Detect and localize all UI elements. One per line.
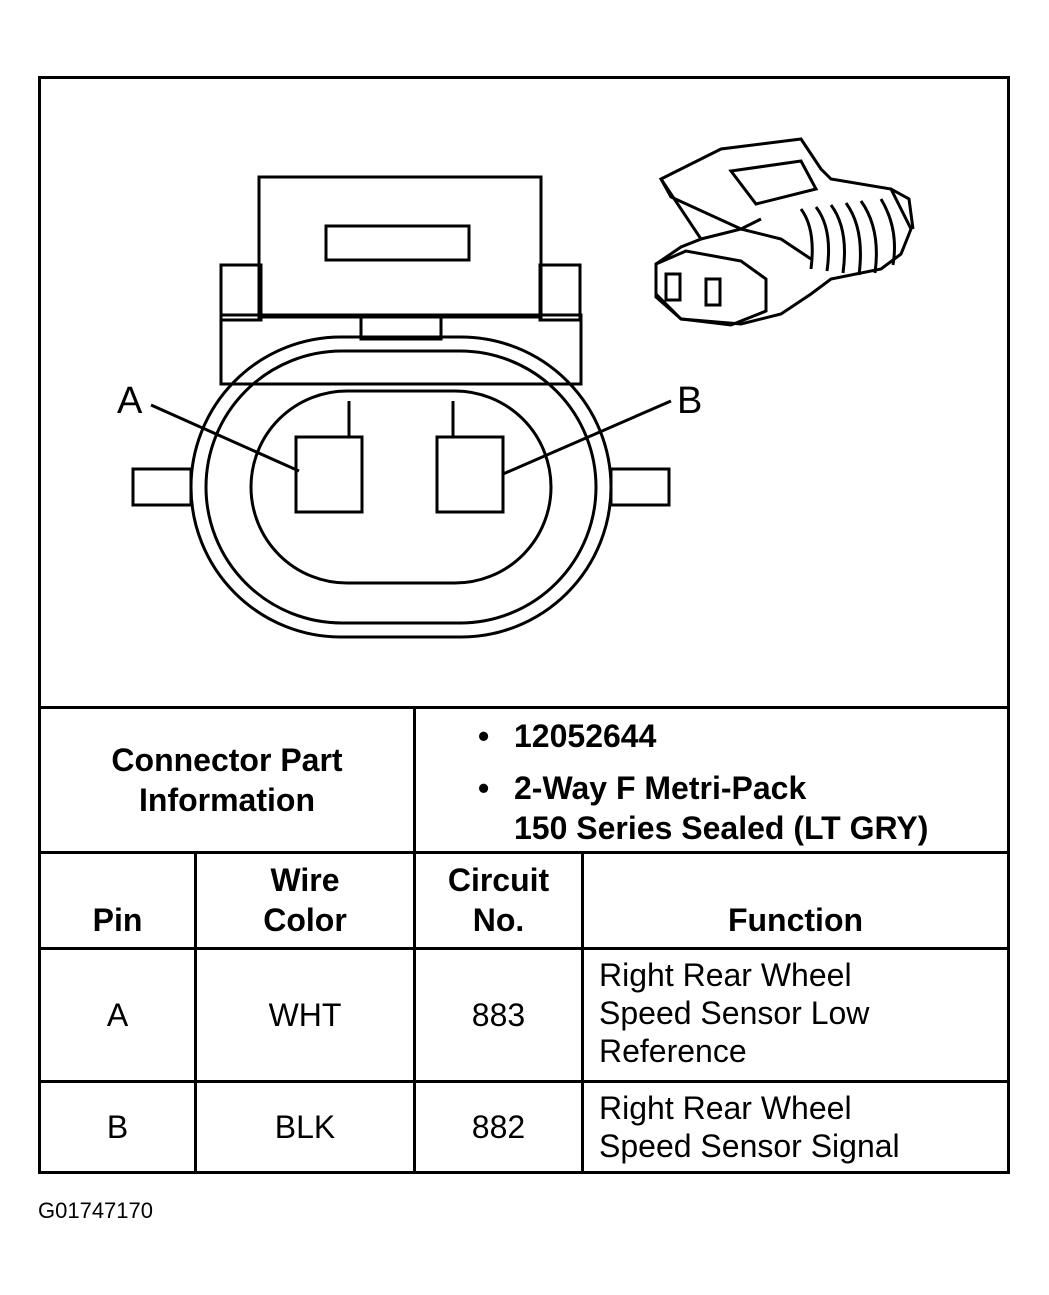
divider-row-a (41, 1080, 1007, 1083)
connector-diagram-frame: A B (38, 76, 1010, 1174)
pin-b-cavity (435, 435, 505, 514)
row-b-function-line1: Right Rear Wheel (599, 1090, 852, 1126)
part-info-value: • 12052644 • 2-Way F Metri-Pack 150 Seri… (478, 716, 1007, 851)
header-function-text: Function (727, 902, 864, 938)
header-pin: Pin (41, 854, 194, 940)
part-info-label-line2: Information (139, 782, 315, 818)
iso-latch-top (659, 178, 762, 231)
row-a-pin-text: A (106, 997, 129, 1033)
part-number: 12052644 (514, 718, 657, 754)
row-a-wire-text: WHT (268, 997, 342, 1033)
iso-shoulder (700, 227, 812, 261)
row-a-circuit-text: 883 (471, 997, 526, 1033)
row-b-wire-text: BLK (274, 1109, 336, 1145)
connector-seal-oval (204, 349, 598, 625)
divider-header (41, 947, 1007, 950)
part-description-item: • 2-Way F Metri-Pack 150 Series Sealed (… (478, 768, 1007, 848)
row-b-circuit-text: 882 (471, 1109, 526, 1145)
row-a-pin: A (41, 950, 194, 1080)
header-function: Function (584, 854, 1007, 940)
iso-latch-arm (728, 159, 819, 206)
iso-rear-edge (890, 187, 915, 230)
right-side-tab (609, 467, 671, 507)
connector-shoulder (219, 313, 583, 386)
pin-a-callout: A (117, 380, 143, 422)
connector-latch-block (257, 175, 543, 319)
iso-seal-rib-2 (814, 206, 831, 272)
iso-seal-rib-5 (859, 200, 878, 274)
header-circuit-line2: No. (472, 902, 525, 938)
connector-drawing: A B (41, 79, 1007, 706)
part-description-line1: 2-Way F Metri-Pack (514, 770, 807, 806)
pin-a-leader-line (150, 403, 300, 473)
part-description: 2-Way F Metri-Pack 150 Series Sealed (LT… (514, 768, 928, 848)
connector-outer-oval (189, 335, 613, 639)
iso-cavity-a (664, 272, 682, 302)
connector-illustration: A B (117, 137, 915, 639)
left-side-tab (131, 467, 193, 507)
connector-face-view (131, 175, 672, 639)
iso-seal-rib-3 (829, 204, 846, 274)
divider-part-info-vertical (413, 706, 416, 851)
header-wire-line2: Color (263, 902, 347, 938)
connector-iso-view (654, 137, 915, 327)
header-circuit-no: Circuit No. (416, 854, 581, 940)
latch-window (324, 224, 471, 262)
row-a-function-line3: Reference (599, 1033, 747, 1069)
bullet-icon: • (478, 770, 490, 806)
row-a-circuit: 883 (416, 950, 581, 1080)
center-key (359, 315, 443, 341)
header-pin-text: Pin (92, 902, 143, 938)
pin-b-leader-line (502, 399, 672, 476)
divider-col-pin (194, 851, 197, 1171)
divider-col-wire (413, 851, 416, 1171)
part-info-label: Connector Part Information (41, 709, 413, 851)
divider-drawing-table (41, 706, 1007, 709)
pin-b-callout: B (677, 380, 702, 422)
iso-seal-rib-4 (844, 202, 862, 276)
divider-col-circuit (581, 851, 584, 1171)
iso-mating-face (654, 249, 768, 327)
header-circuit-line1: Circuit (447, 862, 550, 898)
figure-id: G01747170 (38, 1198, 153, 1223)
row-b-pin-text: B (106, 1109, 129, 1145)
row-a-wire: WHT (197, 950, 413, 1080)
part-description-line2: 150 Series Sealed (LT GRY) (514, 810, 929, 846)
iso-seal-rib-1 (799, 208, 814, 270)
row-b-function: Right Rear Wheel Speed Sensor Signal (599, 1089, 1007, 1171)
row-a-function-line2: Speed Sensor Low (599, 995, 870, 1031)
divider-part-info (41, 851, 1007, 854)
pin-a-cavity (294, 435, 364, 514)
left-ear (219, 263, 263, 322)
iso-seal-rib-6 (879, 198, 896, 266)
part-info-label-line1: Connector Part (111, 742, 343, 778)
part-number-item: • 12052644 (478, 716, 1007, 756)
row-b-pin: B (41, 1083, 194, 1171)
iso-cavity-b (704, 277, 722, 307)
row-a-function-line1: Right Rear Wheel (599, 957, 852, 993)
connector-inner-oval (249, 389, 553, 585)
right-ear (538, 263, 582, 322)
header-wire-color: Wire Color (197, 854, 413, 940)
bullet-icon: • (478, 718, 490, 754)
row-b-circuit: 882 (416, 1083, 581, 1171)
header-wire-line1: Wire (270, 862, 340, 898)
row-b-function-line2: Speed Sensor Signal (599, 1128, 900, 1164)
row-a-function: Right Rear Wheel Speed Sensor Low Refere… (599, 956, 1007, 1080)
row-b-wire: BLK (197, 1083, 413, 1171)
